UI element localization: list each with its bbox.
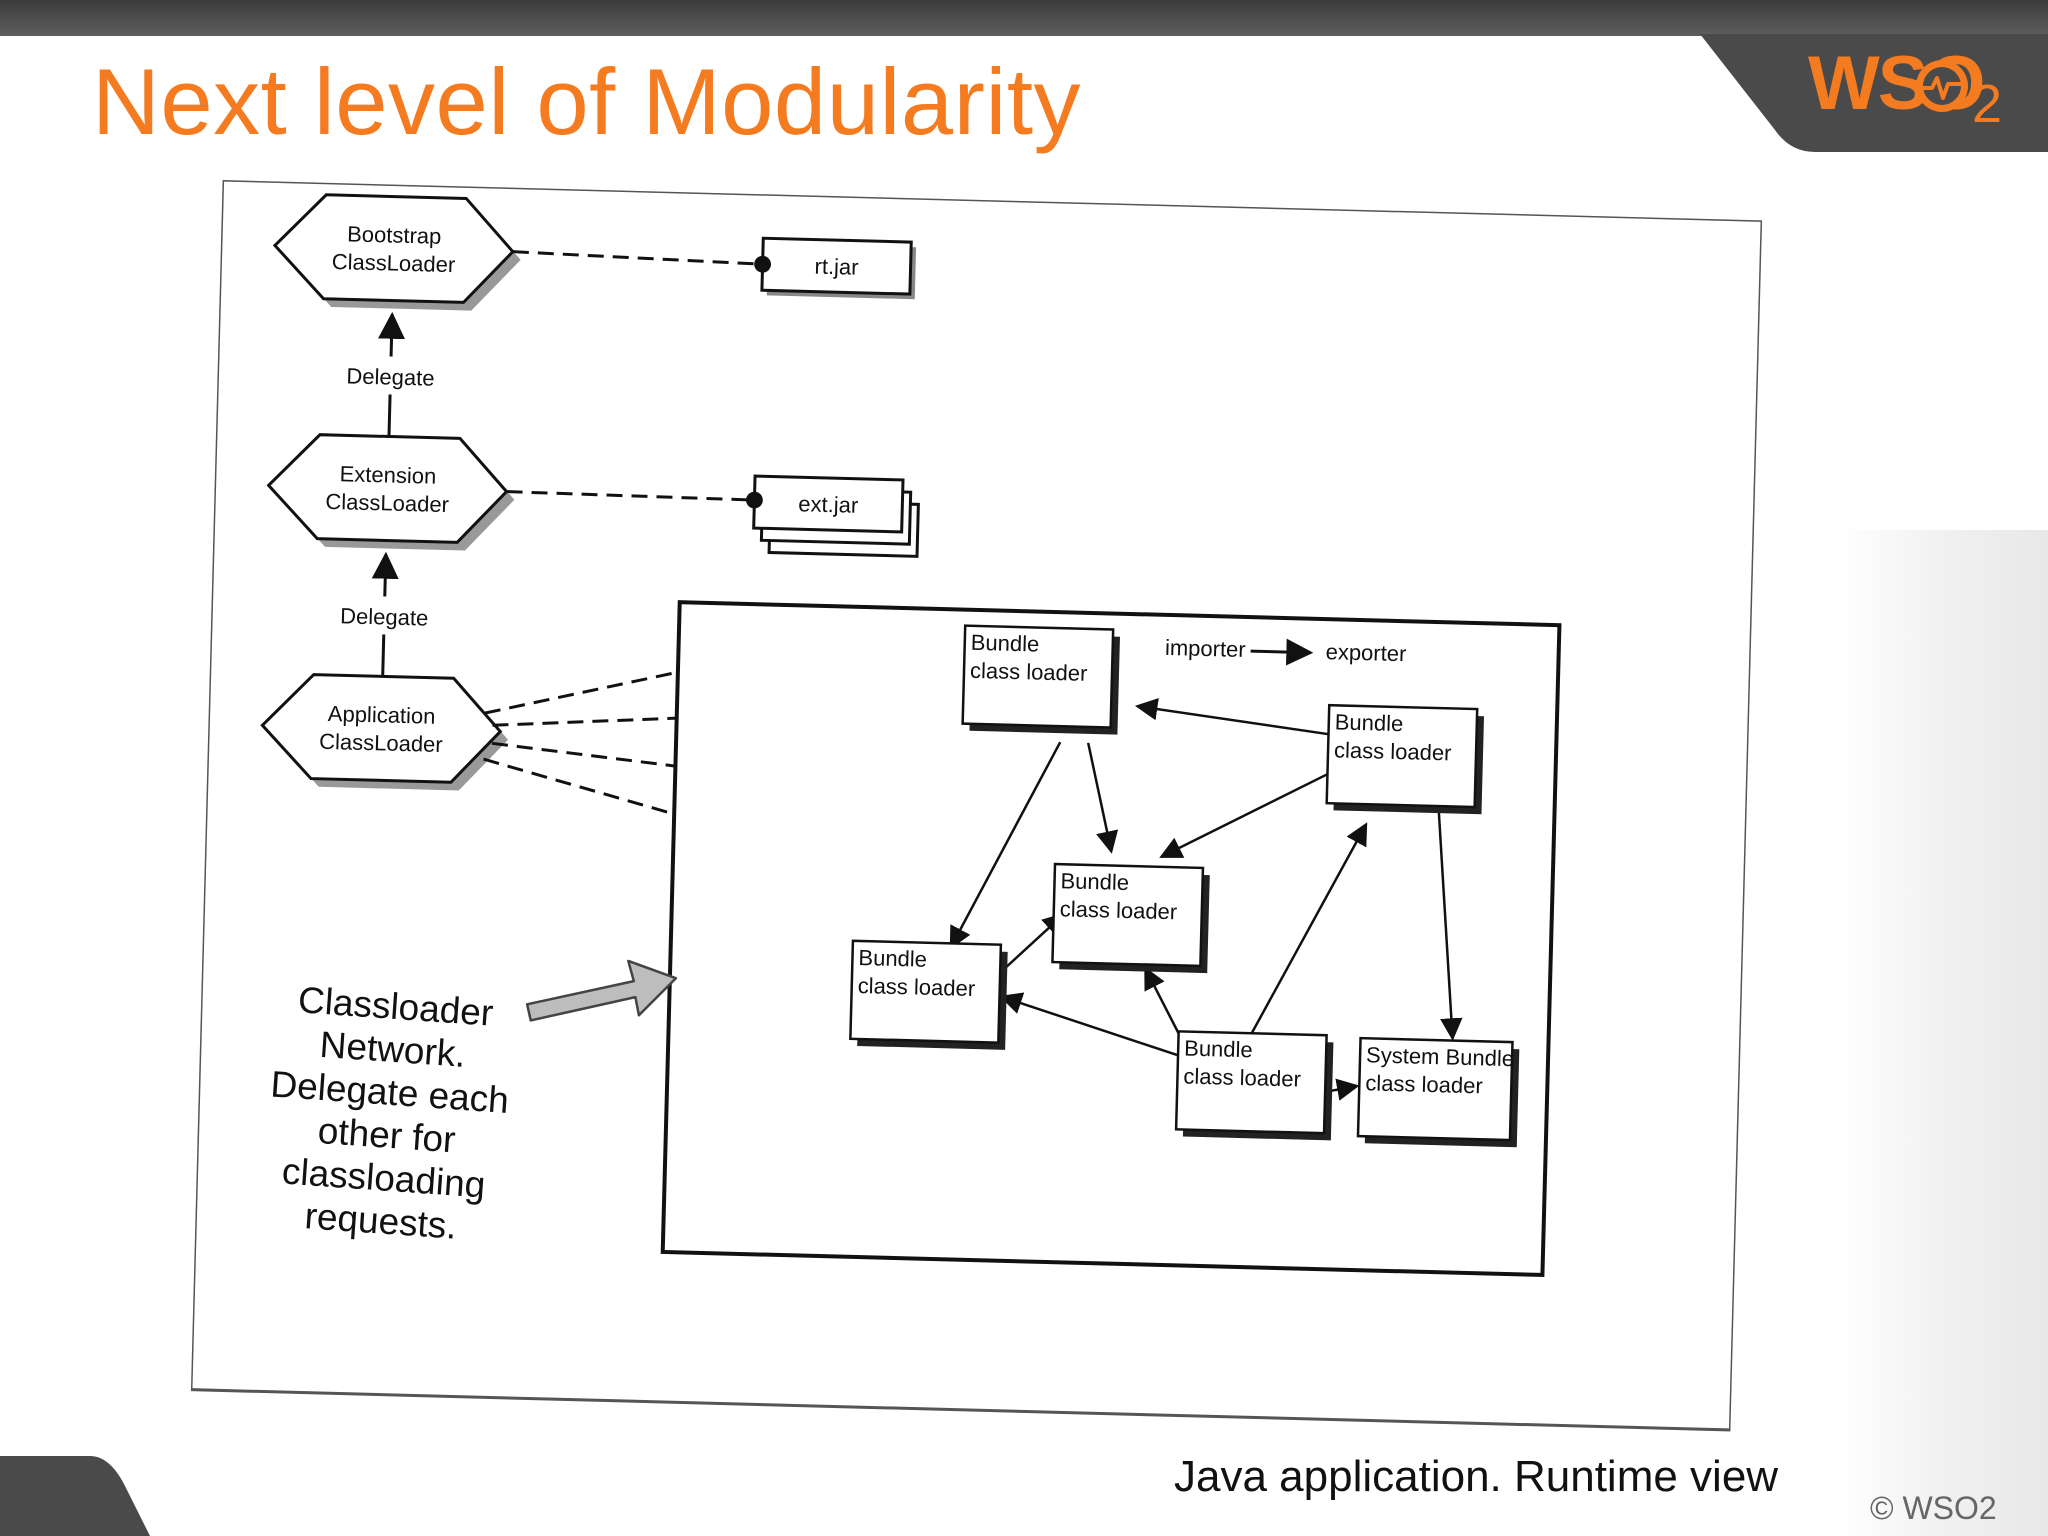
svg-text:class loader: class loader [857,973,975,1001]
application-line2: ClassLoader [319,729,443,757]
wso2-logo: WSO 2 [1808,34,2002,134]
svg-text:System Bundle: System Bundle [1366,1042,1515,1071]
bundle-2: Bundle class loader [1325,703,1485,815]
logo-pulse-icon [1916,60,1968,112]
bootstrap-line1: Bootstrap [347,221,442,248]
legend-exporter: exporter [1325,639,1406,666]
bundle-1: Bundle class loader [961,624,1120,735]
extension-to-ext-jar [506,490,763,509]
classloader-network-note: Classloader Network. Delegate each other… [240,975,537,1252]
copyright: © WSO2 [1870,1490,1997,1526]
bundle-5: Bundle class loader [1174,1030,1334,1141]
ext-jar-label: ext.jar [798,491,859,518]
extension-line1: Extension [339,461,436,489]
svg-text:class loader: class loader [1365,1070,1483,1098]
ext-jar: ext.jar [752,474,920,558]
delegate-label-2: Delegate [340,603,429,630]
svg-text:class loader: class loader [1183,1064,1301,1092]
extension-classloader: Extension ClassLoader [266,433,515,551]
logo-background [1700,34,2048,152]
bundle-arrows [949,697,1463,1101]
bundle-4: Bundle class loader [849,939,1008,1050]
logo-subscript: 2 [1972,74,2003,134]
svg-text:Bundle: Bundle [858,945,927,972]
rt-jar: rt.jar [760,236,917,300]
application-classloader: Application ClassLoader [260,673,509,791]
slide-title: Next level of Modularity [92,49,1081,154]
diagram-canvas: Bootstrap ClassLoader rt.jar Delegate Ex… [189,180,1763,1432]
rt-jar-label: rt.jar [814,254,859,280]
bundle-3: Bundle class loader [1051,862,1210,974]
diagram-caption: Java application. Runtime view [1174,1452,1779,1501]
delegate-label-1: Delegate [346,363,435,390]
svg-text:Bundle: Bundle [1184,1036,1253,1063]
system-bundle: System Bundle class loader [1356,1036,1520,1148]
svg-text:Bundle: Bundle [1334,709,1403,736]
classloader-diagram: Bootstrap ClassLoader rt.jar Delegate Ex… [189,180,1763,1470]
svg-text:class loader: class loader [1060,896,1178,924]
svg-text:class loader: class loader [970,658,1088,686]
svg-text:class loader: class loader [1334,737,1452,765]
bottom-corner-decoration [0,1456,150,1536]
bootstrap-line2: ClassLoader [331,249,455,277]
bootstrap-to-rt-jar [512,250,772,273]
bootstrap-classloader: Bootstrap ClassLoader [272,193,521,311]
application-to-network-lines [483,670,679,816]
top-bar [0,0,2048,36]
right-shade [1838,530,2048,1536]
pointer-arrow-icon [525,959,678,1022]
legend-importer: importer [1165,635,1246,662]
svg-text:Bundle: Bundle [970,630,1039,657]
svg-text:Bundle: Bundle [1060,868,1129,895]
legend: importer exporter [1165,635,1407,666]
extension-line2: ClassLoader [325,489,449,517]
application-line1: Application [328,701,436,729]
